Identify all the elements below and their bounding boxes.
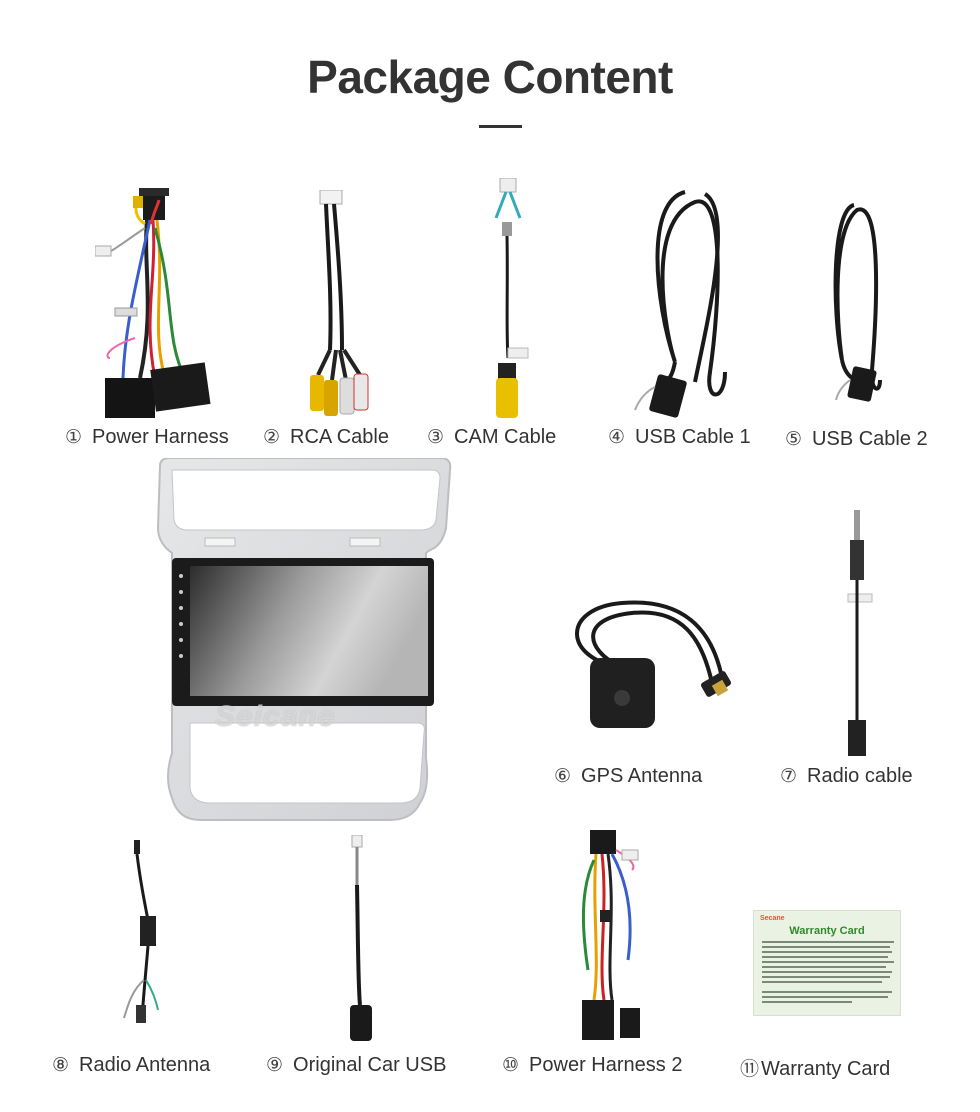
head-unit-image [150,458,455,823]
item-number: ② [263,426,281,448]
item-name: Power Harness 2 [529,1054,683,1076]
item-name: Radio cable [807,765,913,787]
item-label-7: ⑦ Radio cable [780,765,913,788]
item-name: CAM Cable [454,426,557,448]
warranty-card-fine-print [762,941,894,1003]
item-name: Warranty Card [761,1058,891,1080]
power-harness-2-image [572,830,647,1045]
item-number: ⑥ [554,765,572,787]
item-number: ③ [427,426,445,448]
item-number: ⑪ [740,1058,760,1080]
gps-antenna-image [562,598,737,733]
item-name: Radio Antenna [79,1054,211,1076]
item-number: ⑩ [502,1054,520,1076]
item-number: ⑨ [266,1054,284,1076]
item-number: ⑦ [780,765,798,787]
page-title: Package Content [307,51,673,103]
cam-cable-image [488,178,538,423]
item-label-8: ⑧ Radio Antenna [52,1054,210,1077]
warranty-card-heading: Warranty Card [789,925,865,937]
usb-cable-1-image [625,182,740,422]
item-name: Power Harness [92,426,229,448]
radio-cable-image [838,510,878,760]
warranty-card-image: Secane Warranty Card [753,910,901,1016]
rca-cable-image [302,190,372,420]
warranty-card-brand: Secane [760,915,785,922]
item-name: USB Cable 2 [812,428,928,450]
item-name: RCA Cable [290,426,389,448]
radio-antenna-image [120,840,170,1025]
usb-cable-2-image [822,200,887,410]
item-label-5: ⑤ USB Cable 2 [785,428,928,451]
item-name: GPS Antenna [581,765,703,787]
power-harness-image [95,188,225,423]
item-label-2: ② RCA Cable [263,426,389,449]
item-number: ⑧ [52,1054,70,1076]
item-number: ④ [608,426,626,448]
item-label-10: ⑩ Power Harness 2 [502,1054,682,1077]
item-label-4: ④ USB Cable 1 [608,426,751,449]
item-label-9: ⑨ Original Car USB [266,1054,446,1077]
item-label-3: ③ CAM Cable [427,426,556,449]
item-number: ① [65,426,83,448]
title-divider [479,125,522,128]
item-name: Original Car USB [293,1054,447,1076]
item-label-1: ① Power Harness [65,426,229,449]
seicane-watermark: Seicane [215,700,336,733]
item-label-6: ⑥ GPS Antenna [554,765,702,788]
original-car-usb-image [340,835,380,1045]
item-name: USB Cable 1 [635,426,751,448]
item-number: ⑤ [785,428,803,450]
